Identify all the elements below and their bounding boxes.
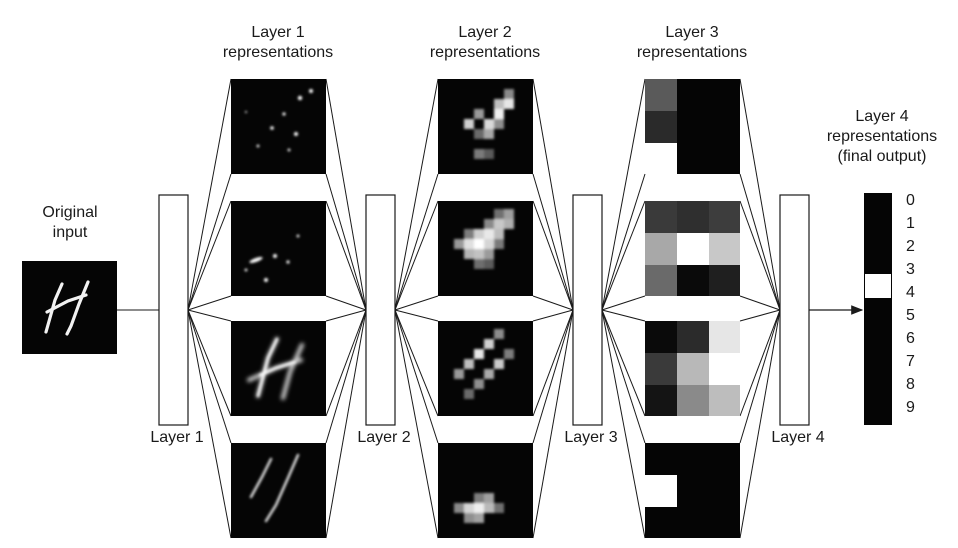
output-label-2: 2 bbox=[906, 238, 915, 255]
fan-in-line-2-3a bbox=[532, 309, 574, 322]
fan-out-line-2-1a bbox=[394, 78, 439, 311]
layer-4-representations-header: Layer 4 representations (final output) bbox=[808, 107, 956, 167]
fan-in-line-3-2a bbox=[739, 200, 781, 311]
fan-in-line-1-3b bbox=[325, 309, 367, 417]
fan-out-line-3-1a bbox=[601, 78, 646, 311]
fan-in-line-2-1b bbox=[532, 173, 574, 311]
fan-in-line-2-1a bbox=[532, 78, 574, 311]
fan-out-line-3-2a bbox=[601, 200, 646, 311]
header-line1: Layer 3 bbox=[665, 24, 719, 41]
fan-out-line-2-3a bbox=[394, 309, 439, 322]
layer-2-representation-4 bbox=[438, 443, 533, 538]
output-label-3: 3 bbox=[906, 261, 915, 278]
output-label-7: 7 bbox=[906, 353, 915, 370]
fan-out-line-1-1a bbox=[187, 78, 232, 311]
header-line2: representations bbox=[826, 128, 938, 145]
fan-in-line-3-4a bbox=[739, 309, 781, 444]
header-line2: representations bbox=[429, 44, 541, 61]
fan-in-line-3-1a bbox=[739, 78, 781, 311]
output-label-5: 5 bbox=[906, 307, 915, 324]
fan-out-line-1-4b bbox=[187, 309, 232, 539]
output-label-6: 6 bbox=[906, 330, 915, 347]
layer-3-box bbox=[572, 194, 603, 426]
output-label-8: 8 bbox=[906, 376, 915, 393]
layer-2-representations-header: Layer 2 representations bbox=[405, 23, 565, 63]
fan-in-line-2-4b bbox=[532, 309, 574, 539]
fan-in-line-3-3a bbox=[739, 309, 781, 322]
layer-2-representation-2 bbox=[438, 201, 533, 296]
header-line1: Layer 1 bbox=[251, 24, 305, 41]
fan-in-line-1-1a bbox=[325, 78, 367, 311]
layer-3-representation-3 bbox=[645, 321, 740, 416]
fan-in-line-1-3a bbox=[325, 309, 367, 322]
fan-out-line-3-4b bbox=[601, 309, 646, 539]
fan-in-line-1-4a bbox=[325, 309, 367, 444]
layer-2-box bbox=[365, 194, 396, 426]
fan-out-line-1-4a bbox=[187, 309, 232, 444]
layer-3-representation-1 bbox=[645, 79, 740, 174]
fan-in-line-1-1b bbox=[325, 173, 367, 311]
header-line1: Layer 4 bbox=[855, 108, 909, 125]
fan-out-line-3-3b bbox=[601, 309, 646, 417]
fan-out-line-1-1b bbox=[187, 173, 232, 311]
layer-3-label: Layer 3 bbox=[564, 429, 618, 446]
layer-1-representation-1 bbox=[231, 79, 326, 174]
layer-2-label: Layer 2 bbox=[357, 429, 411, 446]
header-line2: representations bbox=[222, 44, 334, 61]
fan-out-line-2-4a bbox=[394, 309, 439, 444]
output-label-1: 1 bbox=[906, 215, 915, 232]
fan-out-line-1-2a bbox=[187, 200, 232, 311]
fan-out-line-2-2a bbox=[394, 200, 439, 311]
fan-out-line-3-1b bbox=[601, 173, 646, 311]
fan-in-line-3-4b bbox=[739, 309, 781, 539]
original-input-label-line2: input bbox=[52, 224, 88, 241]
layer-1-box bbox=[158, 194, 189, 426]
layer-2-representation-3 bbox=[438, 321, 533, 416]
fan-in-line-1-4b bbox=[325, 309, 367, 539]
layer-3-representation-4 bbox=[645, 443, 740, 538]
layer-1-representation-4 bbox=[231, 443, 326, 538]
fan-out-line-1-3a bbox=[187, 309, 232, 322]
fan-out-line-3-3a bbox=[601, 309, 646, 322]
output-label-0: 0 bbox=[906, 192, 915, 209]
fan-in-line-2-3b bbox=[532, 309, 574, 417]
fan-in-line-2-4a bbox=[532, 309, 574, 444]
fan-out-line-2-4b bbox=[394, 309, 439, 539]
fan-out-line-1-2b bbox=[187, 295, 232, 311]
final-output-column bbox=[864, 193, 892, 425]
fan-in-line-3-2b bbox=[739, 295, 781, 311]
output-label-9: 9 bbox=[906, 399, 915, 416]
header-line2: representations bbox=[636, 44, 748, 61]
layer-1-representations-header: Layer 1 representations bbox=[198, 23, 358, 63]
fan-in-line-3-3b bbox=[739, 309, 781, 417]
fan-out-line-2-3b bbox=[394, 309, 439, 417]
layer-3-representation-2 bbox=[645, 201, 740, 296]
original-input-label-line1: Original bbox=[42, 204, 98, 221]
fan-in-line-2-2b bbox=[532, 295, 574, 311]
layer-4-label: Layer 4 bbox=[771, 429, 825, 446]
header-line1: Layer 2 bbox=[458, 24, 512, 41]
layer-1-representation-2 bbox=[231, 201, 326, 296]
fan-in-line-3-1b bbox=[739, 173, 781, 311]
fan-in-line-1-2a bbox=[325, 200, 367, 311]
original-input-image bbox=[22, 261, 117, 354]
layer-1-representation-3 bbox=[231, 321, 326, 416]
layer-4-box bbox=[779, 194, 810, 426]
layer-1-label: Layer 1 bbox=[150, 429, 204, 446]
fan-out-line-2-1b bbox=[394, 173, 439, 311]
output-label-4: 4 bbox=[906, 284, 915, 301]
fan-in-line-1-2b bbox=[325, 295, 367, 311]
connection-lines bbox=[117, 78, 781, 539]
header-line3: (final output) bbox=[837, 148, 927, 165]
layer-3-representations-header: Layer 3 representations bbox=[612, 23, 772, 63]
fan-out-line-1-3b bbox=[187, 309, 232, 417]
fan-out-line-3-4a bbox=[601, 309, 646, 444]
layer-2-representation-1 bbox=[438, 79, 533, 174]
fan-out-line-2-2b bbox=[394, 295, 439, 311]
fan-in-line-2-2a bbox=[532, 200, 574, 311]
original-input-label: Original input bbox=[20, 203, 120, 243]
fan-out-line-3-2b bbox=[601, 295, 646, 311]
